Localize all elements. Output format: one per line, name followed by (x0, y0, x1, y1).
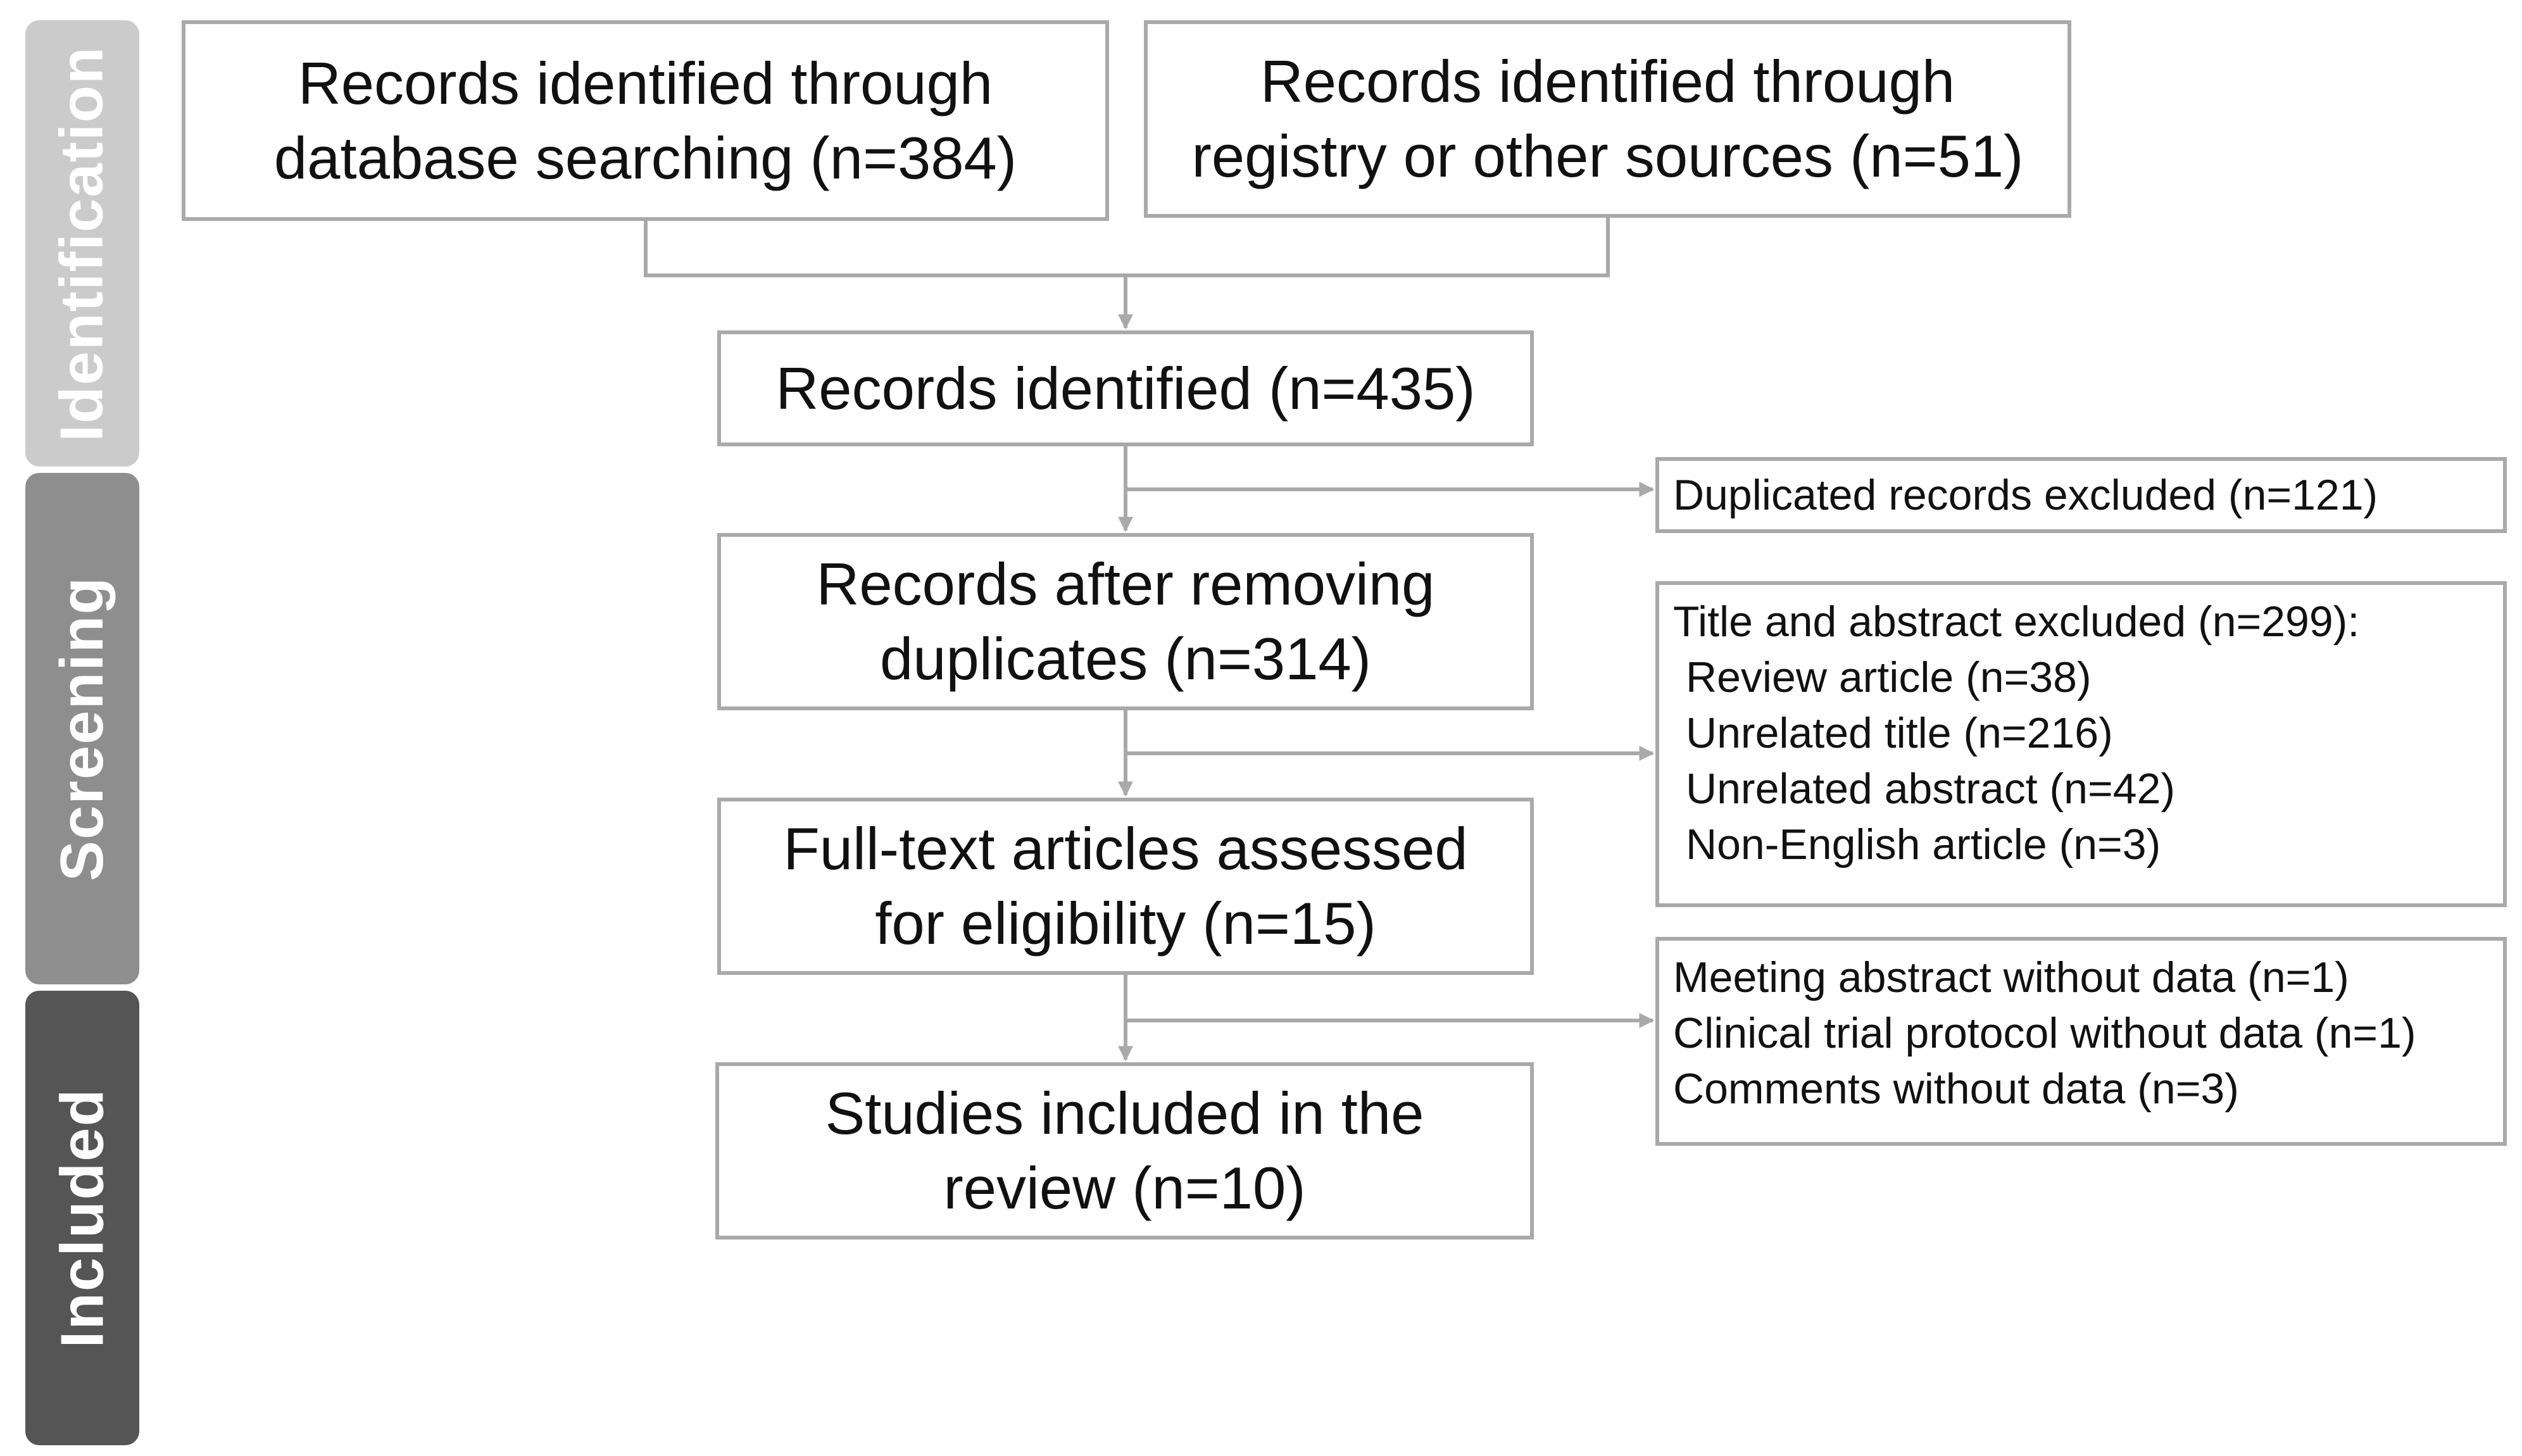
box-line: Records after removing (816, 551, 1435, 617)
exclusion-line: Duplicated records excluded (n=121) (1673, 471, 2378, 519)
box-line: Records identified (n=435) (775, 355, 1476, 422)
exclusion-line: Meeting abstract without data (n=1) (1673, 953, 2349, 1001)
box-line: Records identified through (1260, 48, 1955, 115)
exclusion-item: Unrelated abstract (n=42) (1686, 765, 2175, 813)
stage-label: Identification (48, 45, 116, 442)
stage-label: Screening (48, 575, 116, 882)
exclusion-item: Unrelated title (n=216) (1686, 709, 2113, 757)
box-line: review (n=10) (943, 1155, 1306, 1221)
box-line: registry or other sources (n=51) (1191, 123, 2024, 189)
exclusion-item: Review article (n=38) (1686, 653, 2092, 701)
merge-connector (644, 218, 1610, 277)
stage-included: Included (25, 991, 139, 1445)
exclusion-heading: Title and abstract excluded (n=299): (1673, 598, 2360, 646)
exclusion-line: Clinical trial protocol without data (n=… (1673, 1009, 2416, 1057)
title-abstract-excluded-box: Title and abstract excluded (n=299): Rev… (1655, 581, 2507, 907)
records-identified-box: Records identified (n=435) (717, 330, 1534, 446)
stage-screening: Screening (25, 473, 139, 984)
box-line: database searching (n=384) (273, 124, 1017, 191)
exclusion-line: Comments without data (n=3) (1673, 1065, 2239, 1113)
box-line: for eligibility (n=15) (875, 890, 1376, 957)
box-line: duplicates (n=314) (879, 625, 1371, 692)
box-line: Records identified through (298, 49, 993, 116)
fulltext-assessed-box: Full-text articles assessed for eligibil… (717, 798, 1534, 975)
registry-records-box: Records identified through registry or o… (1144, 20, 2071, 218)
database-records-box: Records identified through database sear… (182, 20, 1109, 221)
studies-included-box: Studies included in the review (n=10) (715, 1062, 1534, 1239)
box-line: Full-text articles assessed (783, 815, 1468, 882)
stage-identification: Identification (25, 20, 139, 467)
stage-label: Included (48, 1088, 116, 1348)
records-after-duplicates-box: Records after removing duplicates (n=314… (717, 533, 1534, 710)
box-line: Studies included in the (825, 1080, 1424, 1146)
exclusion-item: Non-English article (n=3) (1686, 820, 2161, 869)
fulltext-excluded-box: Meeting abstract without data (n=1) Clin… (1655, 937, 2507, 1146)
duplicates-excluded-box: Duplicated records excluded (n=121) (1655, 457, 2507, 533)
